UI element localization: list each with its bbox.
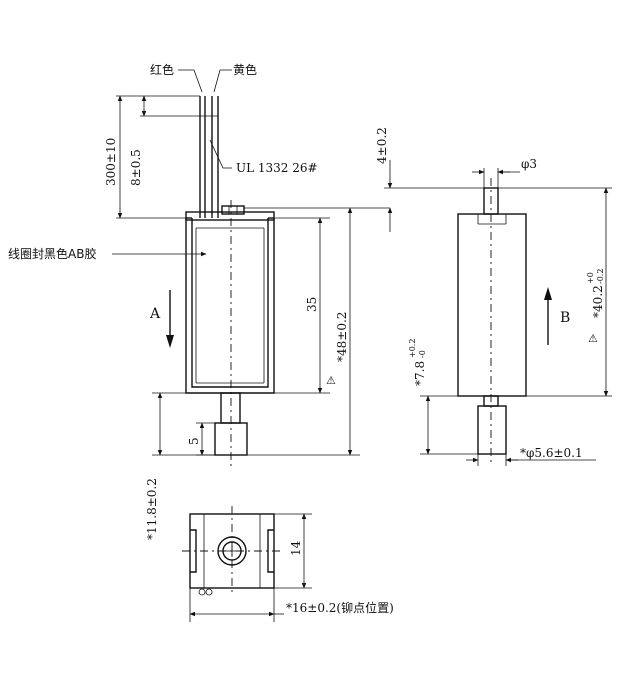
caution-icon-b: ⚠ <box>588 332 598 345</box>
svg-text:-0.2: -0.2 <box>596 269 605 284</box>
bottom-view <box>182 506 312 622</box>
dim-plunger-protrusion: 4±0.2 <box>375 127 389 164</box>
red-wire-label: 红色 <box>150 62 174 77</box>
svg-text:-0: -0 <box>418 350 427 358</box>
svg-text:+0.2: +0.2 <box>408 339 417 358</box>
dim-bottom-length: *11.8±0.2 <box>145 478 159 540</box>
dim-plunger-length: *7.8 +0.2 -0 <box>408 339 427 386</box>
view-b-label: B <box>560 310 570 326</box>
dim-tip-length: 5 <box>187 437 201 445</box>
side-view <box>384 160 612 466</box>
caution-icon-a: ⚠ <box>326 374 336 387</box>
svg-text:*40.2: *40.2 <box>591 285 605 318</box>
yellow-wire-label: 黄色 <box>233 63 257 77</box>
dim-body-height: *40.2 +0 -0.2 <box>586 269 605 318</box>
dim-base-height: 14 <box>289 540 303 556</box>
dim-strip-length: 8±0.5 <box>129 149 143 186</box>
wire-spec-label: UL 1332 26# <box>236 161 318 175</box>
view-a-label: A <box>149 306 161 322</box>
coil-seal-label: 线圈封黑色AB胶 <box>8 246 96 261</box>
svg-text:+0: +0 <box>586 272 595 284</box>
dim-lead-length: 300±10 <box>104 138 118 186</box>
front-view <box>112 69 390 470</box>
dim-base-width: *16±0.2(铆点位置) <box>286 600 394 615</box>
svg-text:*7.8: *7.8 <box>413 361 427 386</box>
dim-frame-height: 35 <box>305 297 319 312</box>
dim-total-height: *48±0.2 <box>335 312 349 362</box>
dim-pin-diameter: φ3 <box>521 157 537 171</box>
dim-plunger-diameter: *φ5.6±0.1 <box>520 446 583 460</box>
